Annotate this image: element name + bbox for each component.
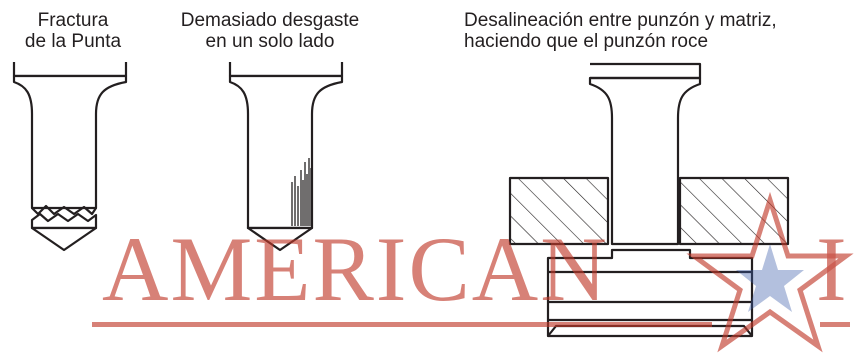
punch-2-body — [228, 74, 344, 230]
punch-2-tip — [246, 226, 314, 252]
punch-1-fracture-upper — [31, 204, 97, 216]
stripper-plate-left — [508, 176, 610, 246]
punch-2-head — [228, 62, 344, 78]
punch-3-body — [588, 76, 702, 246]
caption-misalignment-line1: Desalineación entre punzón y matriz, — [464, 10, 777, 31]
watermark-star-icon — [686, 191, 854, 353]
watermark-underline-right — [820, 322, 850, 327]
caption-misalignment: Desalineación entre punzón y matriz, hac… — [464, 10, 854, 52]
punch-1-tip — [30, 226, 98, 252]
punch-2-wear-marks — [291, 158, 312, 226]
watermark: AMERICAN I — [92, 191, 854, 353]
caption-tip-fracture-line2: de la Punta — [24, 31, 122, 52]
caption-misalignment-line2: haciendo que el punzón roce — [464, 31, 709, 52]
caption-one-side-wear-line1: Demasiado desgaste — [180, 10, 360, 31]
watermark-trailing-letter: I — [816, 218, 847, 320]
stripper-plate-right — [678, 176, 790, 246]
watermark-star-inner-icon — [736, 244, 804, 312]
caption-one-side-wear-line2: en un solo lado — [205, 31, 335, 52]
die-assembly — [508, 62, 790, 338]
punch-1-head — [12, 62, 128, 78]
watermark-underline — [92, 322, 712, 327]
caption-tip-fracture: Fractura de la Punta — [0, 10, 146, 52]
punch-3-head — [590, 62, 702, 80]
punch-1-fracture-lower — [30, 212, 98, 230]
watermark-text: AMERICAN — [102, 218, 609, 320]
punch-1-shank — [12, 74, 128, 210]
punch-one-side-wear — [228, 62, 344, 252]
punch-tip-fracture — [12, 62, 128, 252]
caption-one-side-wear: Demasiado desgaste en un solo lado — [168, 10, 372, 52]
caption-tip-fracture-line1: Fractura — [37, 10, 109, 31]
